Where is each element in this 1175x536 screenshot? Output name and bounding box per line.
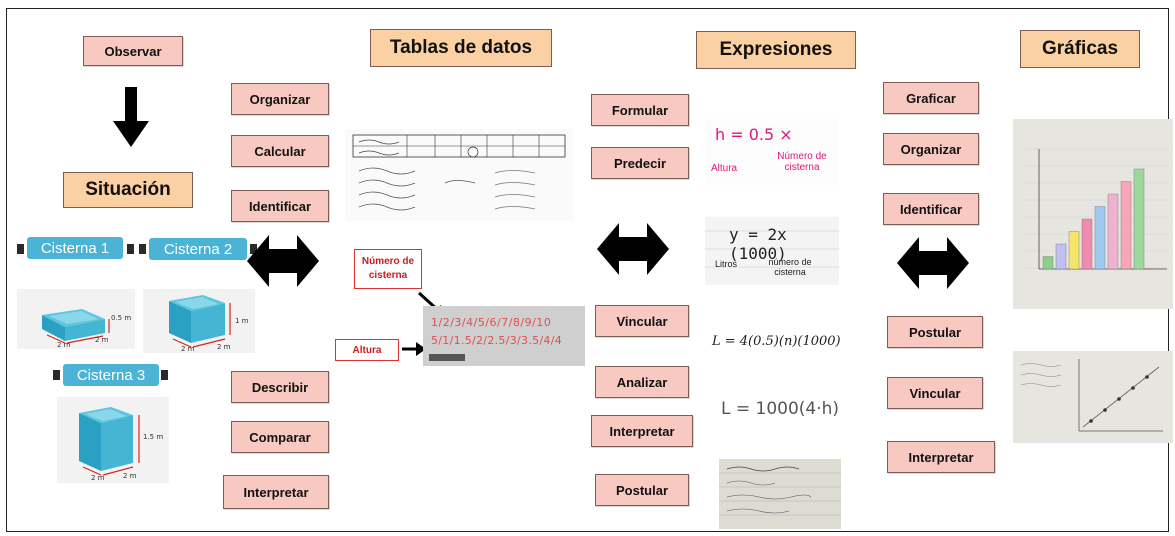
- verb-analizar: Analizar: [595, 366, 689, 398]
- double-arrow: [597, 223, 669, 275]
- bar-chart: [1023, 148, 1169, 270]
- verb-interpretar: Interpretar: [591, 415, 693, 447]
- verb-interpretar: Interpretar: [223, 475, 329, 509]
- cisterna-2-image: 1 m 2 m 2 m: [143, 289, 255, 353]
- double-arrow: [247, 235, 319, 287]
- bar-cap: [17, 244, 24, 254]
- label-altura: Altura: [335, 339, 399, 361]
- chart-bar: [1094, 206, 1106, 270]
- label-numero-cisterna: Número de cisterna: [354, 249, 422, 289]
- verb-observar: Observar: [83, 36, 183, 66]
- bar-cap: [161, 370, 168, 380]
- data-row-numbers: 1/2/3/4/5/6/7/8/9/10: [431, 316, 552, 329]
- verb-organizar: Organizar: [231, 83, 329, 115]
- chart-bar: [1081, 218, 1093, 270]
- verb-vincular: Vincular: [595, 305, 689, 337]
- verb-comparar: Comparar: [231, 421, 329, 453]
- handwritten-table-image: [345, 129, 573, 221]
- dim-label: 1.5 m: [143, 433, 164, 441]
- data-row-heights: 5/1/1.5/2/2.5/3/3.5/4/4: [431, 334, 563, 347]
- photo-caption-bar: [429, 354, 465, 361]
- bar-chart-photo: [1013, 119, 1173, 309]
- header-expresiones: Expresiones: [696, 31, 856, 69]
- cisterna-1-image: 0.5 m 2 m 2 m: [17, 289, 135, 349]
- expression-1-right: Número de cisterna: [777, 151, 827, 173]
- cisterna-1-label: Cisterna 1: [27, 237, 123, 259]
- dim-label: 2 m: [217, 343, 231, 351]
- chart-bar: [1133, 168, 1145, 270]
- expression-1-main: h = 0.5 ×: [715, 125, 793, 144]
- data-strip-photo: 1/2/3/4/5/6/7/8/9/10 5/1/1.5/2/2.5/3/3.5…: [423, 306, 585, 366]
- dim-label: 2 m: [57, 341, 71, 349]
- verb-postular: Postular: [595, 474, 689, 506]
- bar-cap: [53, 370, 60, 380]
- verb-formular: Formular: [591, 94, 689, 126]
- cisterna-2-label: Cisterna 2: [149, 238, 247, 260]
- bar-cap: [127, 244, 134, 254]
- verb-identificar: Identificar: [231, 190, 329, 222]
- expression-2-left: Litros: [715, 259, 738, 269]
- notebook-photo: [719, 459, 841, 529]
- expression-2-image: y = 2x (1000) Litros número de cisterna: [705, 217, 839, 285]
- header-graficas: Gráficas: [1020, 30, 1140, 68]
- expression-4: L = 1000(4·h): [721, 399, 840, 419]
- chart-bar: [1120, 181, 1132, 270]
- pointer-arrow: [402, 342, 426, 356]
- dim-label: 2 m: [91, 474, 105, 482]
- header-tablas: Tablas de datos: [370, 29, 552, 67]
- expression-1-image: h = 0.5 × Altura Número de cisterna: [705, 119, 839, 185]
- verb-interpretar: Interpretar: [887, 441, 995, 473]
- verb-predecir: Predecir: [591, 147, 689, 179]
- verb-describir: Describir: [231, 371, 329, 403]
- verb-postular: Postular: [887, 316, 983, 348]
- bar-cap: [250, 244, 257, 254]
- chart-bar: [1055, 243, 1067, 270]
- verb-vincular: Vincular: [887, 377, 983, 409]
- header-situacion: Situación: [63, 172, 193, 208]
- line-chart-photo: [1013, 351, 1173, 443]
- bar-cap: [139, 244, 146, 254]
- cisterna-3-label: Cisterna 3: [63, 364, 159, 386]
- expression-1-left: Altura: [711, 163, 738, 174]
- double-arrow: [897, 237, 969, 289]
- expression-3: L = 4(0.5)(n)(1000): [712, 334, 841, 349]
- chart-bar: [1107, 193, 1119, 270]
- verb-organizar: Organizar: [883, 133, 979, 165]
- dim-label: 2 m: [123, 472, 137, 480]
- diagram-frame: Observar Situación Cisterna 1 Cisterna 2…: [6, 8, 1173, 532]
- chart-bar: [1068, 231, 1080, 270]
- verb-calcular: Calcular: [231, 135, 329, 167]
- down-arrow: [113, 87, 149, 147]
- dim-label: 2 m: [181, 345, 195, 353]
- dim-label: 1 m: [235, 317, 249, 325]
- dim-label: 0.5 m: [111, 314, 132, 322]
- expression-2-main: y = 2x (1000): [729, 225, 787, 263]
- dim-label: 2 m: [95, 336, 109, 344]
- chart-bar: [1042, 256, 1054, 270]
- cisterna-3-image: 1.5 m 2 m 2 m: [57, 397, 169, 483]
- verb-identificar: Identificar: [883, 193, 979, 225]
- expression-2-right: número de cisterna: [768, 257, 812, 277]
- verb-graficar: Graficar: [883, 82, 979, 114]
